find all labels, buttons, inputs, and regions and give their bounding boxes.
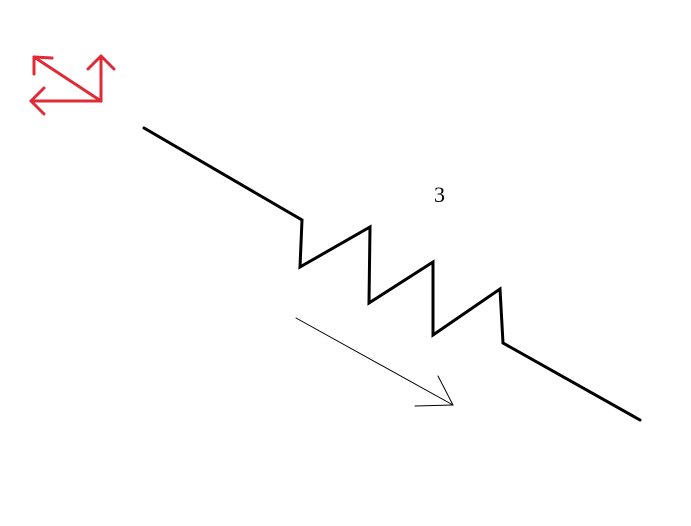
axis-diagonal-arrow-shaft [32,55,103,103]
spring-wire [142,126,642,422]
axes-indicator-icon [29,54,116,116]
direction-arrow-head-top [437,375,454,406]
direction-arrow-head-bottom [414,404,454,407]
axis-up-arrow-head [86,54,116,71]
axis-diagonal-arrow-head [32,55,54,76]
direction-arrow-shaft [295,317,454,406]
spring-number-label: 3 [434,182,445,207]
axis-left-arrow-head [29,86,46,116]
direction-arrow [295,317,454,407]
